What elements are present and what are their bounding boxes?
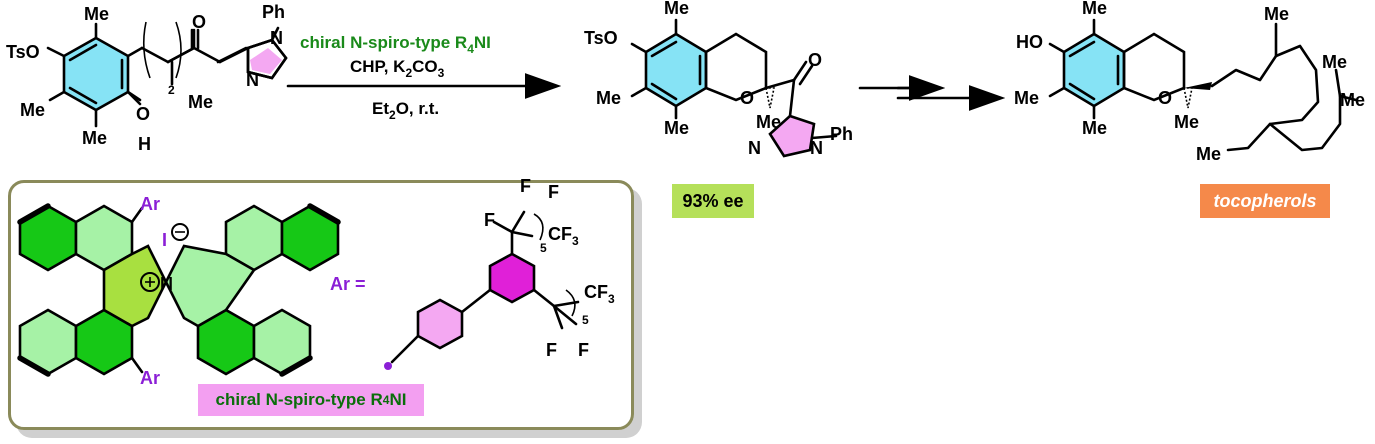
ar-phenyl-ring xyxy=(416,298,464,350)
intermediate-n3: N xyxy=(748,138,761,158)
substrate-imidazole-ring xyxy=(250,48,282,74)
catalyst-structure: Ar Ar I N Ar = F F F 5 CF3 CF3 5 F F xyxy=(17,176,615,388)
substrate-me-top: Me xyxy=(84,4,109,24)
intermediate-me-bottom: Me xyxy=(664,118,689,138)
azepine-ring-left xyxy=(102,244,168,328)
tocopherol-molecule: HO Me Me Me O Me Me Me Me Me xyxy=(1014,0,1365,164)
catalyst-n-plus: N xyxy=(160,274,173,294)
cf-f5: F xyxy=(578,340,589,360)
intermediate-ring-o: O xyxy=(740,88,754,108)
cf-chain-index-bottom: 5 xyxy=(582,313,589,327)
catalyst-name-sub: 4 xyxy=(382,393,390,407)
substrate-n-index: 2 xyxy=(168,83,175,97)
substrate-aromatic-ring xyxy=(62,36,130,112)
substrate-molecule: TsO Me Me Me O H 2 O Me N N Ph xyxy=(6,2,288,154)
cf-f4: F xyxy=(546,340,557,360)
tocopherol-me-quat: Me xyxy=(1174,112,1199,132)
substrate-n1: N xyxy=(270,28,283,48)
tocopherol-me-bottom: Me xyxy=(1082,118,1107,138)
catalyst-name-text: chiral N-spiro-type R xyxy=(215,390,383,409)
intermediate-imidazole-ring xyxy=(768,114,816,158)
substrate-h: H xyxy=(138,134,151,154)
azepine-ring-right xyxy=(164,244,256,328)
reagent-catalyst: chiral N-spiro-type R4NI xyxy=(300,33,491,56)
attachment-point xyxy=(384,362,392,370)
intermediate-aromatic-ring xyxy=(644,32,708,108)
substrate-me-bottom: Me xyxy=(82,128,107,148)
substrate-tso: TsO xyxy=(6,42,40,62)
catalyst-ar-top: Ar xyxy=(140,194,160,214)
intermediate-carbonyl-o: O xyxy=(808,50,822,70)
tocopherol-me-left: Me xyxy=(1014,88,1039,108)
tocopherol-ho: HO xyxy=(1016,32,1043,52)
tocopherol-me-chain2: Me xyxy=(1196,144,1221,164)
intermediate-ph: Ph xyxy=(830,124,853,144)
tocopherol-me-end2: Me xyxy=(1340,90,1365,110)
reagent-line2: CHP, K2CO3 xyxy=(350,57,445,80)
intermediate-me-left: Me xyxy=(596,88,621,108)
cf3-bottom: CF3 xyxy=(584,282,615,306)
cf-f1: F xyxy=(484,210,495,230)
intermediate-molecule: TsO Me Me Me O Me O N N Ph xyxy=(584,0,853,158)
ee-badge: 93% ee xyxy=(672,184,754,218)
tocopherol-me-end1: Me xyxy=(1322,52,1347,72)
catalyst-ar-equals: Ar = xyxy=(330,274,366,294)
product-badge: tocopherols xyxy=(1200,184,1330,218)
ar-central-ring xyxy=(488,252,536,304)
substrate-n3: N xyxy=(246,70,259,90)
intermediate-me-quat: Me xyxy=(756,112,781,132)
catalyst-iodide: I xyxy=(162,230,167,250)
cf3-top: CF3 xyxy=(548,224,579,248)
cf-f3: F xyxy=(548,182,559,202)
tocopherol-me-chain1: Me xyxy=(1264,4,1289,24)
cf-chain-index-top: 5 xyxy=(540,241,547,255)
tocopherol-aromatic-ring xyxy=(1062,32,1126,108)
substrate-me-chain: Me xyxy=(188,92,213,112)
substrate-ph: Ph xyxy=(262,2,285,22)
catalyst-name-tail: NI xyxy=(389,390,407,409)
substrate-carbonyl-o: O xyxy=(192,12,206,32)
substrate-o: O xyxy=(136,104,150,124)
tocopherol-ring-o: O xyxy=(1158,88,1172,108)
tocopherol-me-top: Me xyxy=(1082,0,1107,18)
cf-f2: F xyxy=(520,176,531,196)
substrate-me-left: Me xyxy=(20,100,45,120)
intermediate-tso: TsO xyxy=(584,28,618,48)
catalyst-ar-bottom: Ar xyxy=(140,368,160,388)
intermediate-me-top: Me xyxy=(664,0,689,18)
catalyst-box xyxy=(8,180,634,430)
reagent-line3: Et2O, r.t. xyxy=(372,99,439,122)
iodide-charge xyxy=(171,223,189,241)
intermediate-n1: N xyxy=(810,138,823,158)
